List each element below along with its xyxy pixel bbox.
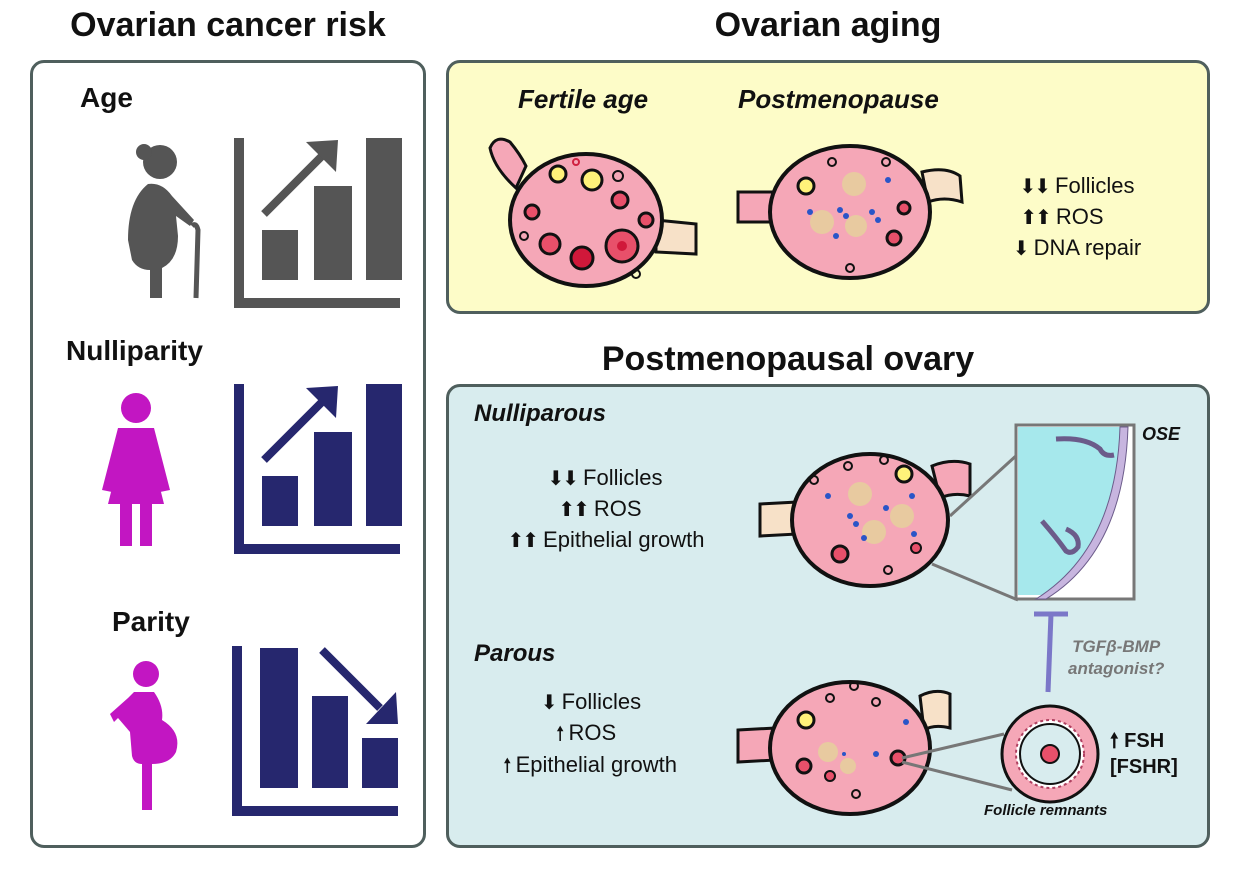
nulliparous-ovary-illustration [758, 452, 1020, 602]
parity-risk-bar-chart [232, 646, 398, 816]
inhibition-bar-icon [1034, 611, 1068, 693]
nulli-stat-epithelial: ⬆⬆Epithelial growth [507, 527, 705, 552]
parous-stat-follicles: ⬇Follicles [540, 689, 642, 714]
down-arrow-icon: ⬇ [540, 692, 558, 714]
pregnant-woman-icon [110, 661, 178, 810]
nulli-stat-follicles: ⬇⬇Follicles [547, 465, 663, 490]
down-arrow-icon: ⬇ [1012, 238, 1030, 260]
aging-stat-ros: ⬆⬆ROS [1020, 204, 1104, 229]
woman-icon [102, 393, 170, 546]
age-label: Age [80, 82, 133, 113]
ose-zoom-illustration [1014, 423, 1136, 601]
up-arrow-icon: 🠕 [555, 723, 564, 745]
nulliparous-label: Nulliparous [474, 400, 607, 427]
postmeno-title: Postmenopausal ovary [601, 340, 975, 378]
down-arrows-icon: ⬇⬇ [547, 468, 579, 490]
postmenopausal-ovary-illustration [736, 144, 964, 280]
aging-stat-follicles: ⬇⬇Follicles [1019, 173, 1135, 198]
nulli-stat-ros: ⬆⬆ROS [558, 496, 642, 521]
parous-stat-epithelial: 🠕Epithelial growth [502, 752, 678, 777]
down-arrows-icon: ⬇⬇ [1019, 176, 1051, 198]
parous-stat-ros: 🠕ROS [555, 720, 617, 745]
nulliparity-risk-bar-chart [234, 384, 402, 554]
fertile-ovary-illustration [488, 137, 698, 288]
aging-title: Ovarian aging [714, 6, 942, 44]
postmenopause-label: Postmenopause [738, 84, 939, 114]
risk-title: Ovarian cancer risk [70, 6, 386, 44]
parous-ovary-illustration [736, 680, 1013, 816]
aging-stat-dna-repair: ⬇DNA repair [1012, 235, 1142, 260]
up-arrows-icon: ⬆⬆ [558, 499, 589, 521]
up-arrow-icon: 🠕 [502, 755, 511, 777]
parity-label: Parity [112, 606, 190, 637]
ose-label: OSE [1142, 424, 1181, 444]
antagonist-label: TGFβ-BMP antagonist? [1068, 637, 1165, 678]
up-arrows-icon: ⬆⬆ [507, 530, 539, 552]
follicle-remnants-label: Follicle remnants [984, 802, 1108, 819]
nulliparity-label: Nulliparity [66, 335, 203, 366]
up-arrows-icon: ⬆⬆ [1020, 207, 1051, 229]
parous-label: Parous [474, 640, 556, 667]
risk-panel [30, 60, 426, 848]
fertile-age-label: Fertile age [518, 84, 649, 114]
follicle-remnant-illustration [1000, 704, 1100, 804]
age-risk-bar-chart [234, 138, 402, 308]
elderly-woman-icon [128, 144, 201, 299]
fsh-label: 🠕 FSH [FSHR] [1110, 730, 1178, 778]
